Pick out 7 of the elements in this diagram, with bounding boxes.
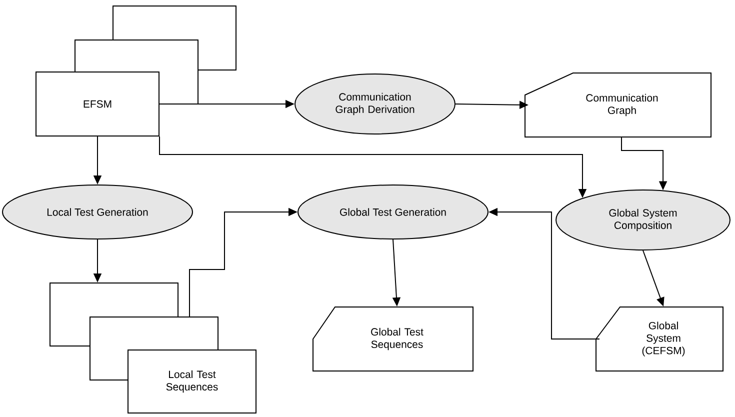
data-box: Global Test Sequences <box>312 306 474 372</box>
node-label: Local Test Sequences <box>166 370 218 393</box>
document-stack: EFSM <box>36 6 236 136</box>
node-label: EFSM <box>84 100 112 108</box>
document-stack: Local Test Sequences <box>50 282 256 414</box>
data-box: Global System (CEFSM) <box>596 306 724 372</box>
data-box: Communication Graph <box>524 72 712 138</box>
